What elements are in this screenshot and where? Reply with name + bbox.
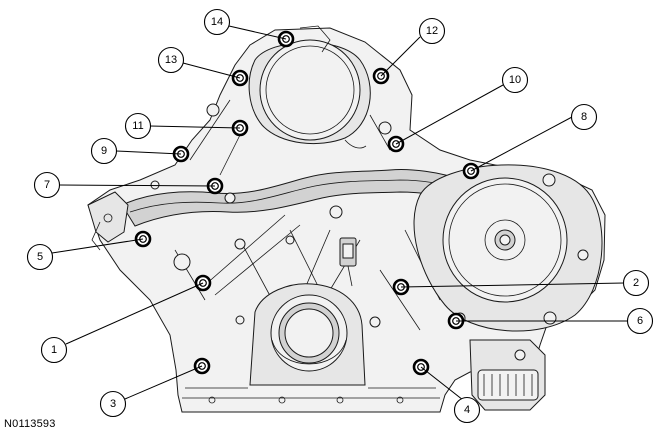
callout-7: 7 [33,171,61,199]
leader-lines [51,25,627,401]
callout-9-label: 9 [101,145,107,157]
callout-1: 1 [40,336,68,364]
callout-11-label: 11 [132,120,143,132]
callout-12: 12 [418,17,446,45]
callout-1-label: 1 [51,344,57,356]
callout-3-label: 3 [110,398,116,410]
callout-2-label: 2 [633,277,639,289]
callout-4-label: 4 [464,404,470,416]
callout-14-label: 14 [211,16,223,28]
callout-2: 2 [622,269,650,297]
callout-11: 11 [124,112,152,140]
bolt-14 [277,30,295,48]
callout-6-label: 6 [637,315,643,327]
callout-3: 3 [99,390,127,418]
callouts: 1 2 3 4 5 6 7 [26,8,654,424]
callout-9: 9 [90,137,118,165]
callout-13-label: 13 [165,54,177,66]
callout-10: 10 [501,66,529,94]
callout-7-label: 7 [44,179,50,191]
callout-14: 14 [203,8,231,36]
callout-6: 6 [626,307,654,335]
water-pump-pulley [413,164,603,361]
figure-id-label: N0113593 [4,418,56,430]
callout-8: 8 [570,103,598,131]
callout-4: 4 [453,396,481,424]
callout-5: 5 [26,243,54,271]
callout-12-label: 12 [426,25,438,37]
callout-5-label: 5 [37,251,43,263]
callout-13: 13 [157,46,185,74]
callout-8-label: 8 [581,111,587,123]
callout-10-label: 10 [509,74,521,86]
